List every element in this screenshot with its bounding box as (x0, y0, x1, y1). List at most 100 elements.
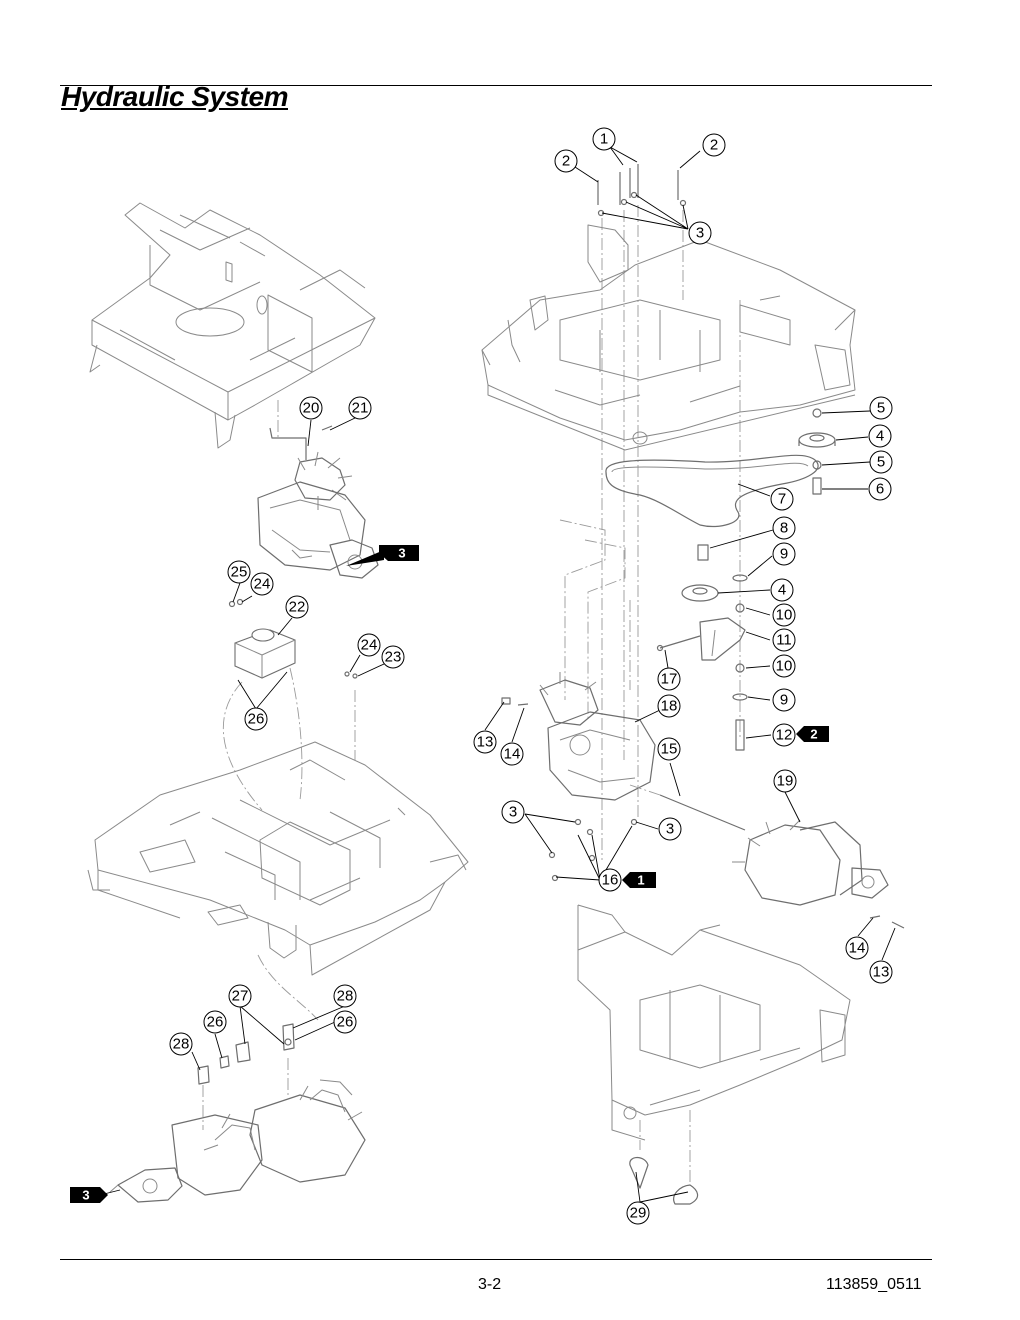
callout-5: 5 (869, 396, 893, 420)
svg-text:10: 10 (776, 658, 793, 675)
svg-text:13: 13 (477, 734, 494, 751)
lower-left-transmission (109, 1079, 366, 1203)
callout-4: 4 (868, 424, 892, 448)
callout-24: 24 (357, 633, 381, 657)
svg-text:1: 1 (637, 873, 644, 888)
svg-text:26: 26 (337, 1014, 354, 1031)
svg-text:3: 3 (696, 225, 704, 242)
svg-text:20: 20 (303, 400, 320, 417)
svg-text:8: 8 (780, 520, 788, 537)
svg-text:28: 28 (173, 1036, 190, 1053)
svg-text:9: 9 (780, 692, 788, 709)
upper-left-frame (89, 202, 376, 449)
svg-text:27: 27 (232, 988, 249, 1005)
document-number: 113859_0511 (826, 1276, 922, 1293)
svg-text:26: 26 (207, 1014, 224, 1031)
svg-text:4: 4 (778, 582, 786, 599)
callout-17: 17 (657, 667, 681, 691)
callout-7: 7 (770, 487, 794, 511)
svg-text:24: 24 (361, 637, 378, 654)
svg-text:12: 12 (776, 727, 793, 744)
callout-12: 12 (772, 723, 796, 747)
svg-text:24: 24 (254, 576, 271, 593)
callout-26: 26 (333, 1010, 357, 1034)
callout-27: 27 (228, 984, 252, 1008)
callout-22: 22 (285, 595, 309, 619)
header-rule (60, 85, 932, 86)
svg-text:23: 23 (385, 649, 402, 666)
hardware-25-24 (228, 598, 244, 608)
svg-text:17: 17 (661, 671, 678, 688)
callout-leaders (191, 146, 896, 1203)
bracket-part (269, 427, 307, 460)
callout-20: 20 (299, 396, 323, 420)
svg-text:19: 19 (777, 773, 794, 790)
callout-14: 14 (500, 742, 524, 766)
callout-19: 19 (773, 769, 797, 793)
callout-3: 3 (688, 221, 712, 245)
svg-text:18: 18 (661, 698, 678, 715)
svg-text:11: 11 (776, 632, 792, 649)
callout-15: 15 (657, 737, 681, 761)
svg-text:28: 28 (337, 988, 354, 1005)
control-rod (659, 635, 701, 649)
svg-text:25: 25 (231, 564, 248, 581)
svg-text:5: 5 (877, 454, 885, 471)
axle-rod (659, 794, 746, 831)
svg-text:6: 6 (876, 481, 884, 498)
callout-3: 3 (501, 800, 525, 824)
lower-right-frame (577, 904, 851, 1141)
callout-16: 16 (598, 868, 622, 892)
upper-right-frame (481, 224, 856, 451)
svg-text:2: 2 (710, 137, 718, 154)
svg-text:10: 10 (776, 607, 793, 624)
svg-text:9: 9 (780, 546, 788, 563)
svg-text:1: 1 (600, 131, 608, 148)
svg-text:3: 3 (509, 804, 517, 821)
callout-11: 11 (772, 628, 796, 652)
hose-fittings (197, 1023, 295, 1085)
callout-6: 6 (868, 477, 892, 501)
callout-23: 23 (381, 645, 405, 669)
reference-flag-3: 3 (346, 545, 419, 566)
callout-9: 9 (772, 688, 796, 712)
callout-10: 10 (772, 654, 796, 678)
callout-14: 14 (845, 936, 869, 960)
right-center-transmission (501, 672, 656, 801)
access-covers (629, 1156, 699, 1205)
svg-text:7: 7 (778, 491, 786, 508)
callout-9: 9 (772, 542, 796, 566)
hydraulic-reservoir (234, 628, 296, 679)
mount-bolts (548, 818, 638, 882)
page-number: 3-2 (478, 1276, 502, 1293)
svg-text:21: 21 (352, 400, 369, 417)
lower-left-frame (87, 741, 469, 976)
idler-pulley-lower (681, 544, 748, 751)
callout-28: 28 (333, 984, 357, 1008)
right-transmission (732, 819, 905, 929)
drive-belt (605, 454, 819, 528)
reference-flag-3: 3 (70, 1187, 121, 1203)
svg-text:13: 13 (873, 964, 890, 981)
svg-text:15: 15 (661, 741, 678, 758)
callout-3: 3 (658, 817, 682, 841)
svg-text:26: 26 (248, 711, 265, 728)
callout-5: 5 (869, 450, 893, 474)
reference-flag-2: 2 (796, 726, 829, 742)
callout-10: 10 (772, 603, 796, 627)
svg-text:2: 2 (810, 727, 817, 742)
svg-text:3: 3 (82, 1188, 89, 1203)
svg-text:3: 3 (666, 821, 674, 838)
svg-text:4: 4 (876, 428, 884, 445)
callout-1: 1 (592, 127, 616, 151)
top-bolts (597, 164, 687, 217)
callout-28: 28 (169, 1032, 193, 1056)
svg-text:5: 5 (877, 400, 885, 417)
callout-8: 8 (772, 516, 796, 540)
svg-text:3: 3 (398, 546, 405, 561)
svg-text:2: 2 (562, 153, 570, 170)
svg-text:29: 29 (630, 1205, 647, 1222)
svg-text:14: 14 (849, 940, 866, 957)
reference-flag-1: 1 (622, 872, 656, 888)
